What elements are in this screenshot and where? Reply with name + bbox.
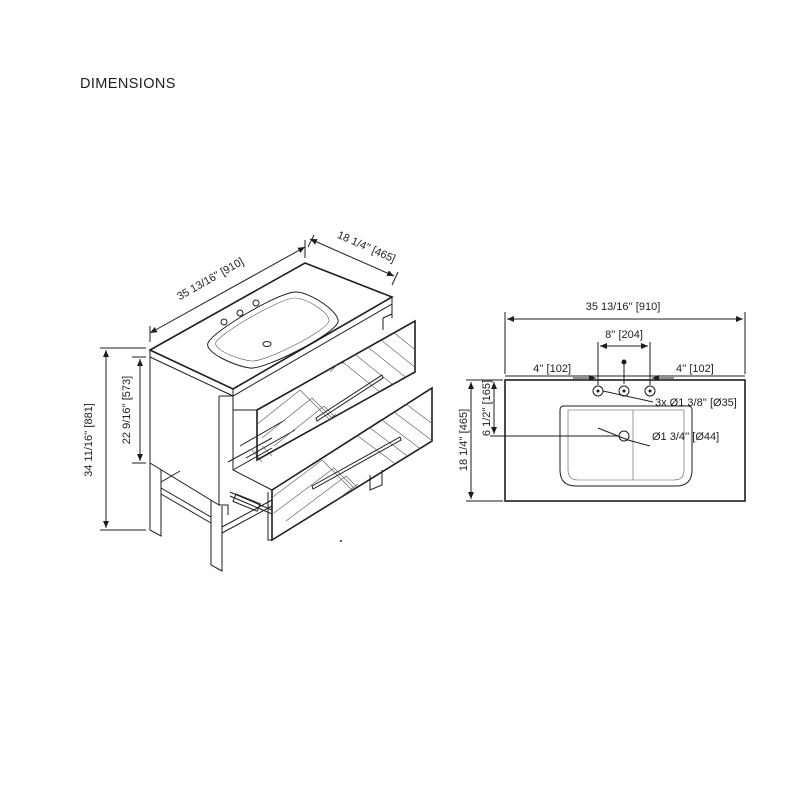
basin-drain [262, 341, 272, 347]
upper-drawer-handle [315, 374, 384, 422]
top-view-faucet-holes [592, 385, 656, 397]
top-view-basin [559, 405, 693, 487]
iso-width-dimension: 35 13/16'' [910] [149, 240, 306, 342]
top-depth-label: 18 1/4'' [465] [458, 409, 470, 471]
top-view: 35 13/16'' [910] 8'' [204] 4'' [102] 4''… [458, 301, 746, 502]
iso-cabinet-height-dimension: 22 9/16'' [573] [121, 356, 146, 464]
isometric-vanity-view: 35 13/16'' [910] 18 1/4'' [465] 34 11/16… [83, 229, 433, 572]
cabinet-legs [149, 463, 383, 572]
drain-offset-label: 6 1/2'' [165] [481, 380, 493, 436]
faucet-holes-label: 3x Ø1 3/8'' [Ø35] [655, 397, 737, 409]
faucet-hole-left [220, 318, 228, 326]
top-width-dimension: 35 13/16'' [910] [504, 301, 746, 374]
right-offset-label: 4'' [102] [676, 363, 714, 375]
drawer-interior [227, 410, 296, 515]
lower-drawer-front [267, 386, 433, 542]
right-offset-dimension: 4'' [102] [652, 363, 714, 381]
faucet-spread-label: 8'' [204] [605, 329, 643, 341]
top-depth-dimension: 18 1/4'' [465] [458, 379, 503, 502]
cabinet-body [149, 304, 393, 515]
upper-drawer-front [256, 319, 416, 462]
iso-depth-dimension: 18 1/4'' [465] [307, 229, 399, 286]
page-title: DIMENSIONS [80, 76, 176, 92]
faucet-hole-right [252, 299, 260, 307]
iso-cabinet-height-label: 22 9/16'' [573] [121, 376, 133, 444]
left-offset-label: 4'' [102] [533, 363, 571, 375]
basin [207, 291, 339, 369]
iso-width-label: 35 13/16'' [910] [175, 256, 246, 303]
iso-total-height-label: 34 11/16'' [881] [83, 403, 95, 477]
faucet-spread-dimension: 8'' [204] [597, 329, 651, 385]
top-view-countertop [504, 379, 746, 502]
lower-drawer-handle [311, 436, 402, 490]
drain-offset-dimension: 6 1/2'' [165] [481, 380, 618, 437]
faucet-hole-center [236, 309, 244, 317]
iso-total-height-dimension: 34 11/16'' [881] [83, 347, 146, 531]
left-offset-dimension: 4'' [102] [533, 363, 596, 381]
iso-depth-label: 18 1/4'' [465] [335, 229, 397, 265]
drain-label: Ø1 3/4'' [Ø44] [652, 431, 719, 443]
drain-callout: Ø1 3/4'' [Ø44] [597, 427, 719, 447]
faucet-holes-callout: 3x Ø1 3/8'' [Ø35] [602, 390, 737, 409]
top-width-label: 35 13/16'' [910] [586, 301, 661, 313]
vanity-countertop [148, 262, 394, 397]
